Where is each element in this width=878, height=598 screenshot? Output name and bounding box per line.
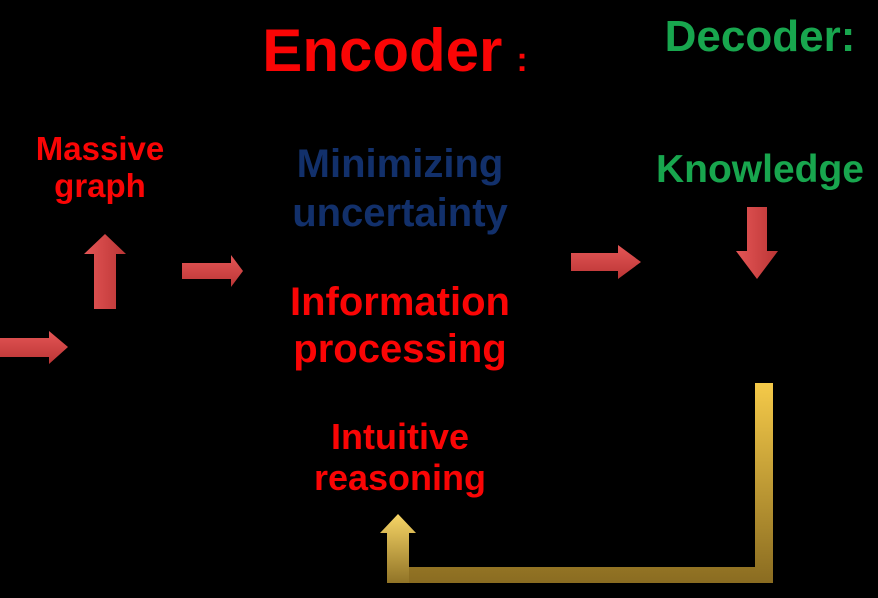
intuitive-reasoning-line1: Intuitive	[330, 416, 469, 457]
minimizing-uncertainty-line2: uncertainty	[292, 191, 508, 235]
knowledge-label: Knowledge	[655, 148, 864, 191]
arrow-right-from-massive-graph	[182, 255, 243, 287]
encoder-title-text: Encoder	[262, 17, 503, 84]
information-processing-line1: Information	[290, 280, 510, 324]
intuitive-reasoning-label: Intuitive reasoning	[280, 416, 520, 498]
decoder-title: Decoder:	[664, 12, 856, 61]
arrow-up-to-massive-graph	[84, 234, 126, 309]
arrow-feedback-loop-to-intuitive-reasoning	[380, 514, 416, 583]
massive-graph-label: Massive graph	[10, 130, 190, 204]
information-processing-label: Information processing	[260, 279, 540, 373]
arrow-right-encoder-to-decoder	[571, 245, 641, 279]
encoder-title: Encoder:	[240, 16, 550, 85]
massive-graph-line1: Massive	[35, 130, 165, 167]
massive-graph-line2: graph	[54, 167, 146, 204]
minimizing-uncertainty-line1: Minimizing	[296, 142, 504, 186]
information-processing-line2: processing	[293, 327, 507, 371]
arrow-right-into-diagram	[0, 331, 68, 364]
encoder-title-colon: :	[516, 41, 528, 79]
minimizing-uncertainty-label: Minimizing uncertainty	[260, 140, 540, 238]
arrow-down-from-knowledge	[736, 207, 778, 279]
intuitive-reasoning-line2: reasoning	[313, 457, 487, 498]
